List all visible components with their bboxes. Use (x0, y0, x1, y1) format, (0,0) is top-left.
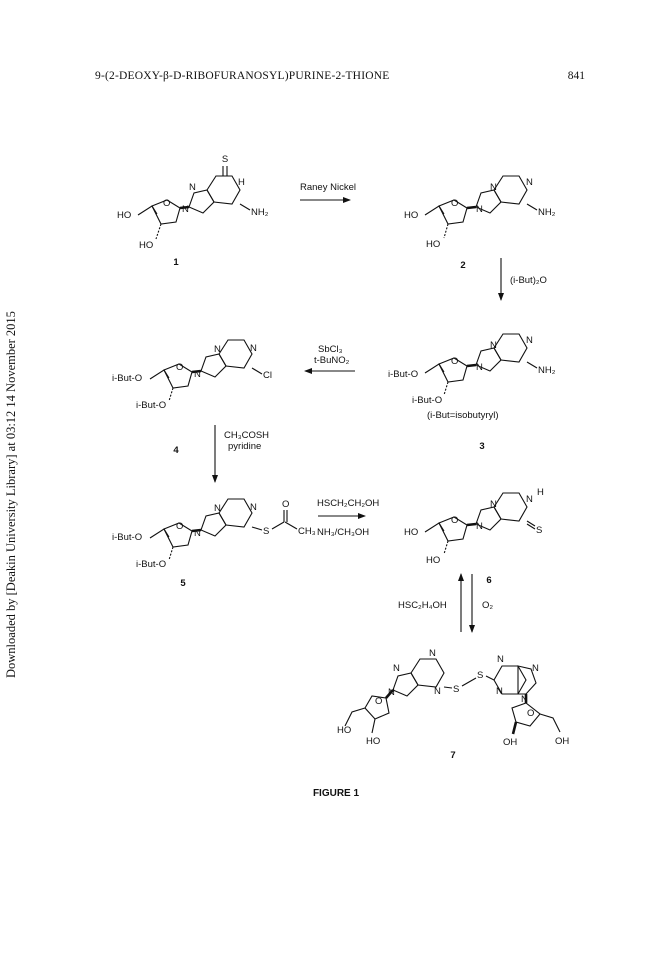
c1-sulfur: S (222, 154, 228, 165)
c5-methyl: CH₃ (298, 526, 316, 537)
c7-right-n9: N (521, 694, 528, 705)
c4-n9: N (194, 369, 201, 380)
compound-1: S H N N NH₂ O HO HO 1 (117, 154, 269, 268)
c4-n7: N (214, 344, 221, 355)
c3-ibuo-5prime: i-But-O (388, 369, 418, 380)
compound-number-2: 2 (460, 260, 465, 271)
c7-right-n7: N (532, 663, 539, 674)
c7-left-n7: N (393, 663, 400, 674)
figure-caption: FIGURE 1 (313, 788, 360, 799)
c6-n7: N (490, 499, 497, 510)
c5-sulfur: S (263, 526, 269, 537)
c5-carbonyl-oxygen: O (282, 499, 289, 510)
c2-ho-3prime: HO (426, 239, 440, 250)
c4-ibuo-5prime: i-But-O (112, 373, 142, 384)
c4-chlorine: Cl (263, 370, 272, 381)
c7-right-n3: N (496, 686, 503, 697)
c2-n1: N (526, 177, 533, 188)
c1-ring-oxygen: O (163, 198, 170, 209)
reagent-oxygen: O₂ (482, 600, 493, 611)
reagent-ammonia-methanol: NH₃/CH₃OH (317, 527, 369, 538)
reagent-thioacetic-acid: CH₃COSH (224, 430, 269, 441)
c1-n7: N (189, 182, 196, 193)
reagent-isobutyric-anhydride: (i-But)₂O (510, 275, 547, 286)
c3-isobutyryl-note: (i-But=isobutyryl) (427, 410, 499, 421)
compound-4: N N N Cl O i-But-O i-But-O 4 (112, 339, 272, 456)
c7-left-n3: N (434, 686, 441, 697)
c3-nh2: NH₂ (538, 365, 556, 376)
reagent-mercaptoethanol: HSCH₂CH₂OH (317, 498, 379, 509)
c7-sulfur-right: S (477, 670, 483, 681)
reagent-pyridine: pyridine (228, 441, 261, 452)
c3-ibuo-3prime: i-But-O (412, 395, 442, 406)
compound-number-3: 3 (479, 441, 484, 452)
compound-7: N N N N S S N N N N O O HO HO OH OH 7 (337, 648, 569, 761)
c2-n9: N (476, 204, 483, 215)
compound-5: N N N S O CH₃ O i-But-O i-But-O 5 (112, 498, 316, 589)
compound-3: N N N NH₂ O i-But-O i-But-O (i-But=isobu… (388, 333, 556, 452)
c4-ring-oxygen: O (176, 362, 183, 373)
c6-n-h: H (537, 487, 544, 498)
c2-ho-5prime: HO (404, 210, 418, 221)
c3-n9: N (476, 362, 483, 373)
compound-6: N N N H S O HO HO 6 (404, 487, 544, 586)
page-number: 841 (567, 70, 585, 82)
c6-n1: N (526, 494, 533, 505)
page-header: 9-(2-DEOXY-β-D-RIBOFURANOSYL)PURINE-2-TH… (95, 70, 585, 88)
c5-n9: N (194, 528, 201, 539)
c7-sulfur-left: S (453, 684, 459, 695)
c5-n1: N (250, 502, 257, 513)
c7-left-n9: N (388, 687, 395, 698)
c3-ring-oxygen: O (451, 356, 458, 367)
c1-ho-5prime: HO (117, 210, 131, 221)
c6-n9: N (476, 521, 483, 532)
c5-ibuo-3prime: i-But-O (136, 559, 166, 570)
c6-ho-5prime: HO (404, 527, 418, 538)
c5-n7: N (214, 503, 221, 514)
c7-ho-left-5prime: HO (337, 725, 351, 736)
c1-ho-3prime: HO (139, 240, 153, 251)
c7-left-n1: N (429, 648, 436, 659)
c4-n1: N (250, 343, 257, 354)
c2-nh2: NH₂ (538, 207, 556, 218)
c1-n9: N (182, 204, 189, 215)
c7-oh-right-3prime: OH (503, 737, 517, 748)
compound-number-5: 5 (180, 578, 186, 589)
running-title: 9-(2-DEOXY-β-D-RIBOFURANOSYL)PURINE-2-TH… (95, 70, 390, 82)
c3-n7: N (490, 340, 497, 351)
compound-number-7: 7 (450, 750, 455, 761)
reagent-antimony-trichloride: SbCl₃ (318, 344, 343, 355)
c4-ibuo-3prime: i-But-O (136, 400, 166, 411)
c2-ring-oxygen: O (451, 198, 458, 209)
c7-ho-left-3prime: HO (366, 736, 380, 747)
reagent-tert-butyl-nitrite: t-BuNO₂ (314, 355, 350, 366)
compound-2: N N N NH₂ O HO HO 2 (404, 175, 556, 271)
reagent-hydroxyethyl-thiol: HSC₂H₄OH (398, 600, 447, 611)
c3-n1: N (526, 335, 533, 346)
c5-ibuo-5prime: i-But-O (112, 532, 142, 543)
c6-ho-3prime: HO (426, 555, 440, 566)
c6-thione-sulfur: S (536, 525, 542, 536)
compound-number-6: 6 (486, 575, 491, 586)
compound-number-1: 1 (173, 257, 179, 268)
reagent-raney-nickel: Raney Nickel (300, 182, 356, 193)
c1-n-h: H (238, 177, 245, 188)
c5-ring-oxygen: O (176, 521, 183, 532)
c7-left-ring-oxygen: O (375, 696, 382, 707)
c6-ring-oxygen: O (451, 515, 458, 526)
c7-right-n1: N (497, 654, 504, 665)
c7-right-ring-oxygen: O (527, 708, 534, 719)
c2-n7: N (490, 182, 497, 193)
c7-oh-right-5prime: OH (555, 736, 569, 747)
compound-number-4: 4 (173, 445, 179, 456)
c1-nh2: NH₂ (251, 207, 269, 218)
